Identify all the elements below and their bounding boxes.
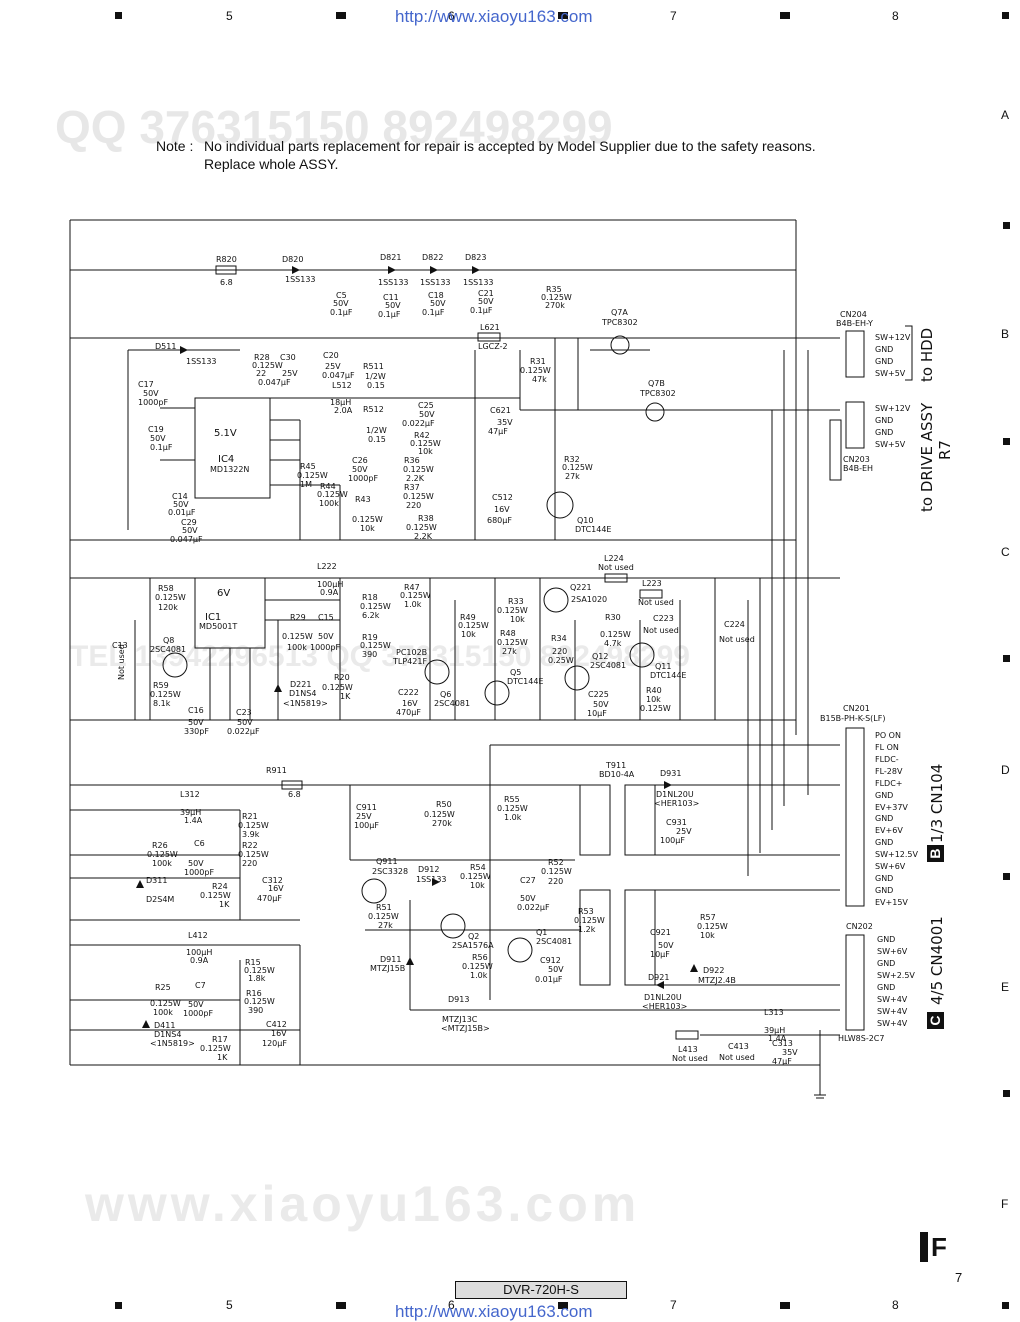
grid-marker: [1003, 438, 1010, 445]
grid-col-5: 5: [226, 9, 233, 23]
grid-col-7-bottom: 7: [670, 1298, 677, 1312]
note-line2: Replace whole ASSY.: [204, 156, 339, 172]
section-letter: F: [931, 1232, 947, 1262]
top-url[interactable]: http://www.xiaoyu163.com: [395, 7, 593, 26]
grid-row-d: D: [1001, 763, 1010, 777]
grid-col-8-bottom: 8: [892, 1298, 899, 1312]
grid-row-f: F: [1001, 1197, 1009, 1211]
grid-marker: [558, 12, 568, 19]
watermark-qq: QQ 376315150 892498299: [55, 101, 613, 153]
watermark-tel: TEL 13942296513 QQ 376315150 892498299: [70, 640, 690, 673]
grid-marker: [115, 12, 122, 19]
bottom-url[interactable]: http://www.xiaoyu163.com: [395, 1302, 593, 1321]
grid-marker: [558, 1302, 568, 1309]
grid-marker: [115, 1302, 122, 1309]
grid-marker: [1003, 655, 1010, 662]
grid-col-8: 8: [892, 9, 899, 23]
grid-marker: [336, 12, 346, 19]
watermark-bottom: www.xiaoyu163.com: [85, 1176, 641, 1232]
grid-row-a: A: [1001, 108, 1010, 122]
grid-col-7: 7: [670, 9, 677, 23]
note-line1: No individual parts replacement for repa…: [204, 138, 816, 154]
grid-marker: [1003, 873, 1010, 880]
grid-marker: [1002, 12, 1009, 19]
ref-box-b: B: [927, 845, 944, 862]
grid-marker: [1003, 222, 1010, 229]
page-number: 7: [955, 1270, 963, 1285]
grid-marker: [780, 12, 790, 19]
grid-marker: [780, 1302, 790, 1309]
grid-col-6: 6: [448, 9, 455, 23]
grid-marker: [1003, 1090, 1010, 1097]
ref-box-c: C: [927, 1012, 944, 1029]
grid-marker: [1002, 1302, 1009, 1309]
grid-marker: [336, 1302, 346, 1309]
grid-row-c: C: [1001, 545, 1010, 559]
section-bar: [920, 1232, 928, 1262]
grid-row-e: E: [1001, 980, 1010, 994]
grid-row-b: B: [1001, 327, 1010, 341]
note-label: Note :: [156, 138, 194, 154]
grid-col-6-bottom: 6: [448, 1298, 455, 1312]
model-title: DVR-720H-S: [455, 1281, 627, 1299]
grid-col-5-bottom: 5: [226, 1298, 233, 1312]
